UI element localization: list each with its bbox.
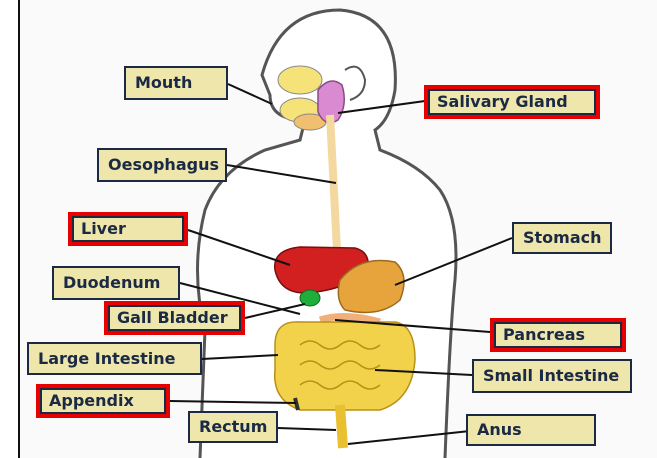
label-mouth: Mouth — [124, 66, 228, 100]
label-duodenum: Duodenum — [52, 266, 180, 300]
label-rectum: Rectum — [188, 411, 278, 443]
label-appendix: Appendix — [36, 384, 170, 418]
intestine-mass — [275, 322, 415, 410]
label-salivary-gland: Salivary Gland — [424, 85, 600, 119]
label-pancreas: Pancreas — [490, 318, 626, 352]
label-small-intestine: Small Intestine — [472, 359, 632, 393]
label-gall-bladder: Gall Bladder — [104, 301, 245, 335]
rectum-shape — [340, 405, 343, 448]
label-liver: Liver — [68, 212, 188, 246]
label-oesophagus: Oesophagus — [97, 148, 227, 182]
label-stomach: Stomach — [512, 222, 612, 254]
nasal-cavity — [278, 66, 322, 94]
label-large-intestine: Large Intestine — [27, 342, 202, 375]
label-anus: Anus — [466, 414, 596, 446]
